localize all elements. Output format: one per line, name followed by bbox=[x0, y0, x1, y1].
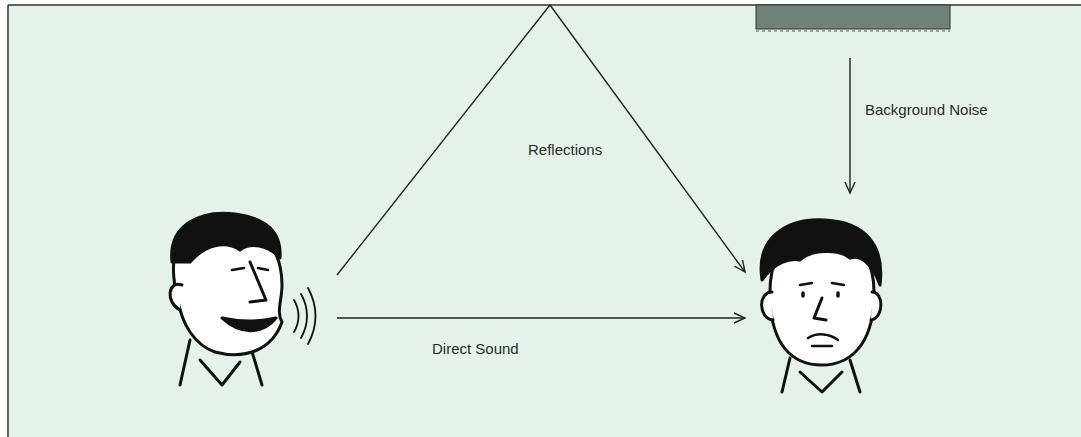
reflections-label: Reflections bbox=[526, 141, 604, 159]
room-panel bbox=[8, 5, 1081, 437]
direct-sound-label: Direct Sound bbox=[430, 340, 521, 358]
noise-arrow bbox=[849, 58, 850, 193]
noise-source bbox=[756, 5, 950, 29]
reflection-path bbox=[337, 5, 745, 275]
listener-figure bbox=[761, 220, 881, 392]
speaker-figure bbox=[170, 213, 315, 385]
direct-arrow bbox=[337, 317, 745, 318]
noise-label: Background Noise bbox=[863, 101, 990, 119]
